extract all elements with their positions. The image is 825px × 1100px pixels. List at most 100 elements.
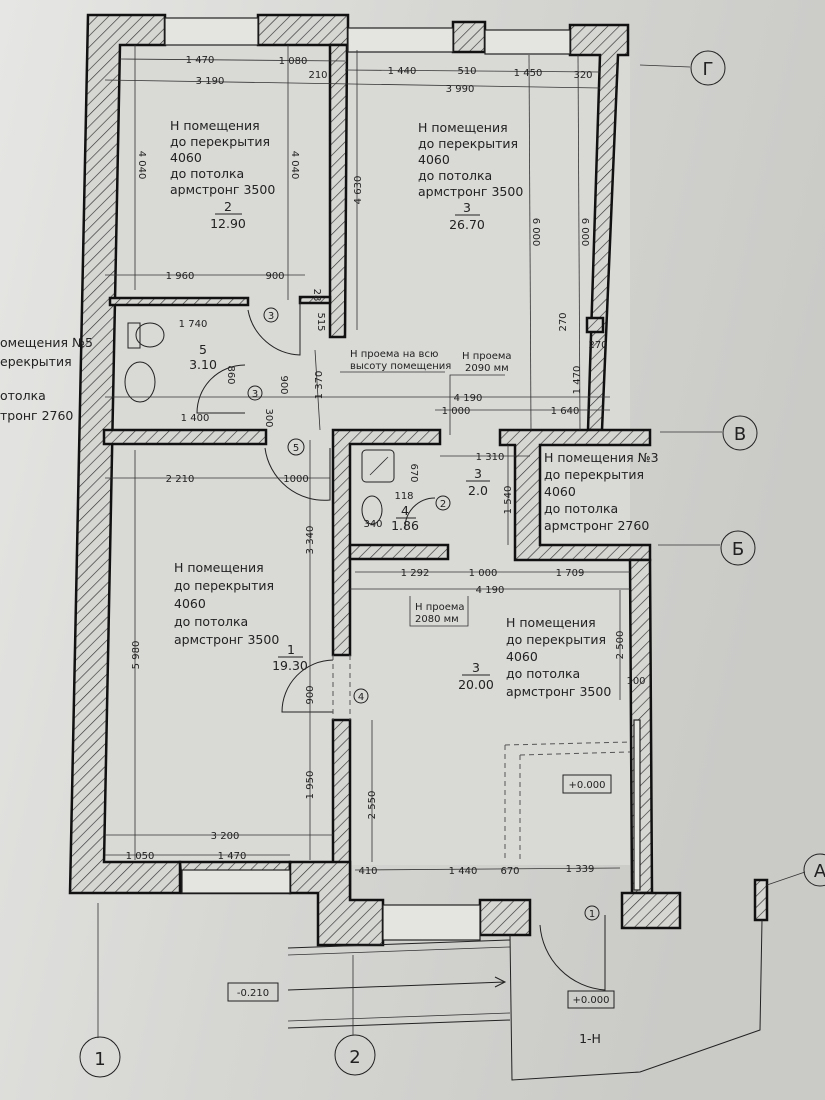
- axis-label-a: А: [814, 861, 825, 882]
- room-height-value: 4060: [170, 150, 202, 165]
- room-ceiling-value: армстронг 2760: [544, 518, 649, 533]
- room-ceiling-text: до потолка: [174, 614, 248, 629]
- wall-bottom-pier-2: [478, 898, 532, 937]
- room-height-value: 4060: [506, 649, 538, 664]
- axis-label-v: В: [734, 424, 746, 445]
- axis-label-2: 2: [349, 1047, 360, 1068]
- dimension: 1 000: [469, 568, 498, 579]
- dimension: 2 550: [367, 791, 378, 820]
- room-ceiling-text: до потолка: [418, 168, 492, 183]
- door-number: 4: [358, 692, 364, 703]
- axis-marker-b: [720, 530, 756, 566]
- axis-marker-a: [803, 853, 825, 887]
- wall-top-pier-1: [256, 13, 350, 47]
- dimension: 1 950: [305, 771, 316, 800]
- window-room-3-b: [484, 29, 571, 55]
- vent-shaft: [585, 316, 605, 334]
- door-number: 5: [293, 443, 299, 454]
- fixtures: [124, 322, 395, 525]
- axis-marker-2: [334, 1034, 376, 1076]
- room-3-top-label: Н помещения до перекрытия 4060 до потолк…: [418, 120, 523, 232]
- dimension: 1 540: [503, 486, 514, 515]
- wall-axis-v: [498, 428, 652, 562]
- dimension: 515: [315, 312, 326, 331]
- wall-top-pier-2: [451, 20, 487, 54]
- room-ceiling-text: до потолка: [544, 501, 618, 516]
- dimension: 4 630: [353, 176, 364, 205]
- dimension-lines: [104, 45, 630, 871]
- opening-note: Н проема: [462, 351, 512, 362]
- dimension: 270: [558, 312, 569, 331]
- room-ceiling-value: армстронг 3500: [174, 632, 279, 647]
- glazed-partition: [633, 719, 641, 891]
- grid-axes: Г В Б А 1 2: [79, 50, 825, 1078]
- dimension: 5 980: [131, 641, 142, 670]
- dimension: 4 040: [136, 151, 147, 180]
- axis-label-1: 1: [94, 1049, 105, 1070]
- room-ceiling-value: армстронг 3500: [418, 184, 523, 199]
- level-marks: +0.000 -0.210 +0.000 1-Н: [227, 774, 615, 1046]
- room-height-title: Н помещения: [170, 118, 260, 133]
- door-number: 2: [440, 499, 446, 510]
- unit-label: 1-Н: [579, 1031, 601, 1046]
- wall-bathroom-5-bottom: [102, 428, 268, 446]
- dimension: 1 310: [476, 452, 505, 463]
- ramp-level: -0.210: [237, 988, 269, 999]
- door-swings: [196, 300, 631, 991]
- dimension: 1000: [283, 474, 308, 485]
- room-ceiling-value: армстронг 3500: [170, 182, 275, 197]
- dimension: 6 000: [530, 218, 541, 247]
- opening-note: Н проема на всю: [350, 349, 438, 360]
- dimension: 1 960: [166, 271, 195, 282]
- opening-note: 2080 мм: [415, 614, 459, 625]
- sink-icon-2: [361, 495, 383, 525]
- floor-area: [105, 45, 630, 865]
- dimension: 320: [573, 70, 592, 81]
- window-room-1: [181, 869, 291, 894]
- room-height-value: 4060: [174, 596, 206, 611]
- room-ceiling-text: до потолка: [170, 166, 244, 181]
- dimension: 340: [363, 519, 382, 530]
- window-room-3-a: [347, 27, 454, 53]
- entrance-level: +0.000: [572, 995, 609, 1006]
- room-number: 2: [224, 199, 232, 214]
- dimension: 100: [626, 676, 645, 687]
- room-number: 5: [199, 342, 207, 357]
- room-area: 1.86: [391, 518, 419, 533]
- room-ceiling-text: до потолка: [506, 666, 580, 681]
- entrance-ramp: [287, 919, 763, 1081]
- dimension: 1 080: [279, 56, 308, 67]
- dimension: 1 740: [179, 319, 208, 330]
- room-2-label: Н помещения до перекрытия 4060 до потолк…: [170, 118, 275, 231]
- dimension: 860: [225, 365, 236, 384]
- room-height-text: до перекрытия: [544, 467, 644, 482]
- dimension: 2 210: [166, 474, 195, 485]
- dimension: 1 370: [314, 371, 325, 400]
- sink-icon: [124, 361, 156, 403]
- room-height-value: 4060: [544, 484, 576, 499]
- dimension: 6 000: [579, 218, 590, 247]
- dimension: 670: [408, 463, 419, 482]
- dimension: 900: [278, 375, 289, 394]
- dimension: 300: [263, 408, 274, 427]
- dimension: 4 190: [476, 585, 505, 596]
- room-area: 20.00: [458, 677, 494, 692]
- dimension: 4 190: [454, 393, 483, 404]
- room-5-note-cropped: омещения №5 ерекрытия отолка тронг 2760: [0, 335, 93, 423]
- room-height-title: Н помещения: [418, 120, 508, 135]
- dimension: 1 470: [186, 55, 215, 66]
- opening-note: 2090 мм: [465, 363, 509, 374]
- windows: [164, 17, 641, 941]
- room-number: 4: [401, 503, 409, 518]
- dimension: 1 000: [442, 406, 471, 417]
- room-height-title: Н помещения №3: [544, 450, 659, 465]
- room-height-value: 4060: [418, 152, 450, 167]
- note-line: ерекрытия: [0, 354, 72, 369]
- room-area: 3.10: [189, 357, 217, 372]
- dimension: 900: [305, 685, 316, 704]
- dimension: 4 040: [289, 151, 300, 180]
- room-4-label: 4 1.86: [391, 503, 419, 533]
- dimension: 900: [265, 271, 284, 282]
- room-height-title: Н помещения: [506, 615, 596, 630]
